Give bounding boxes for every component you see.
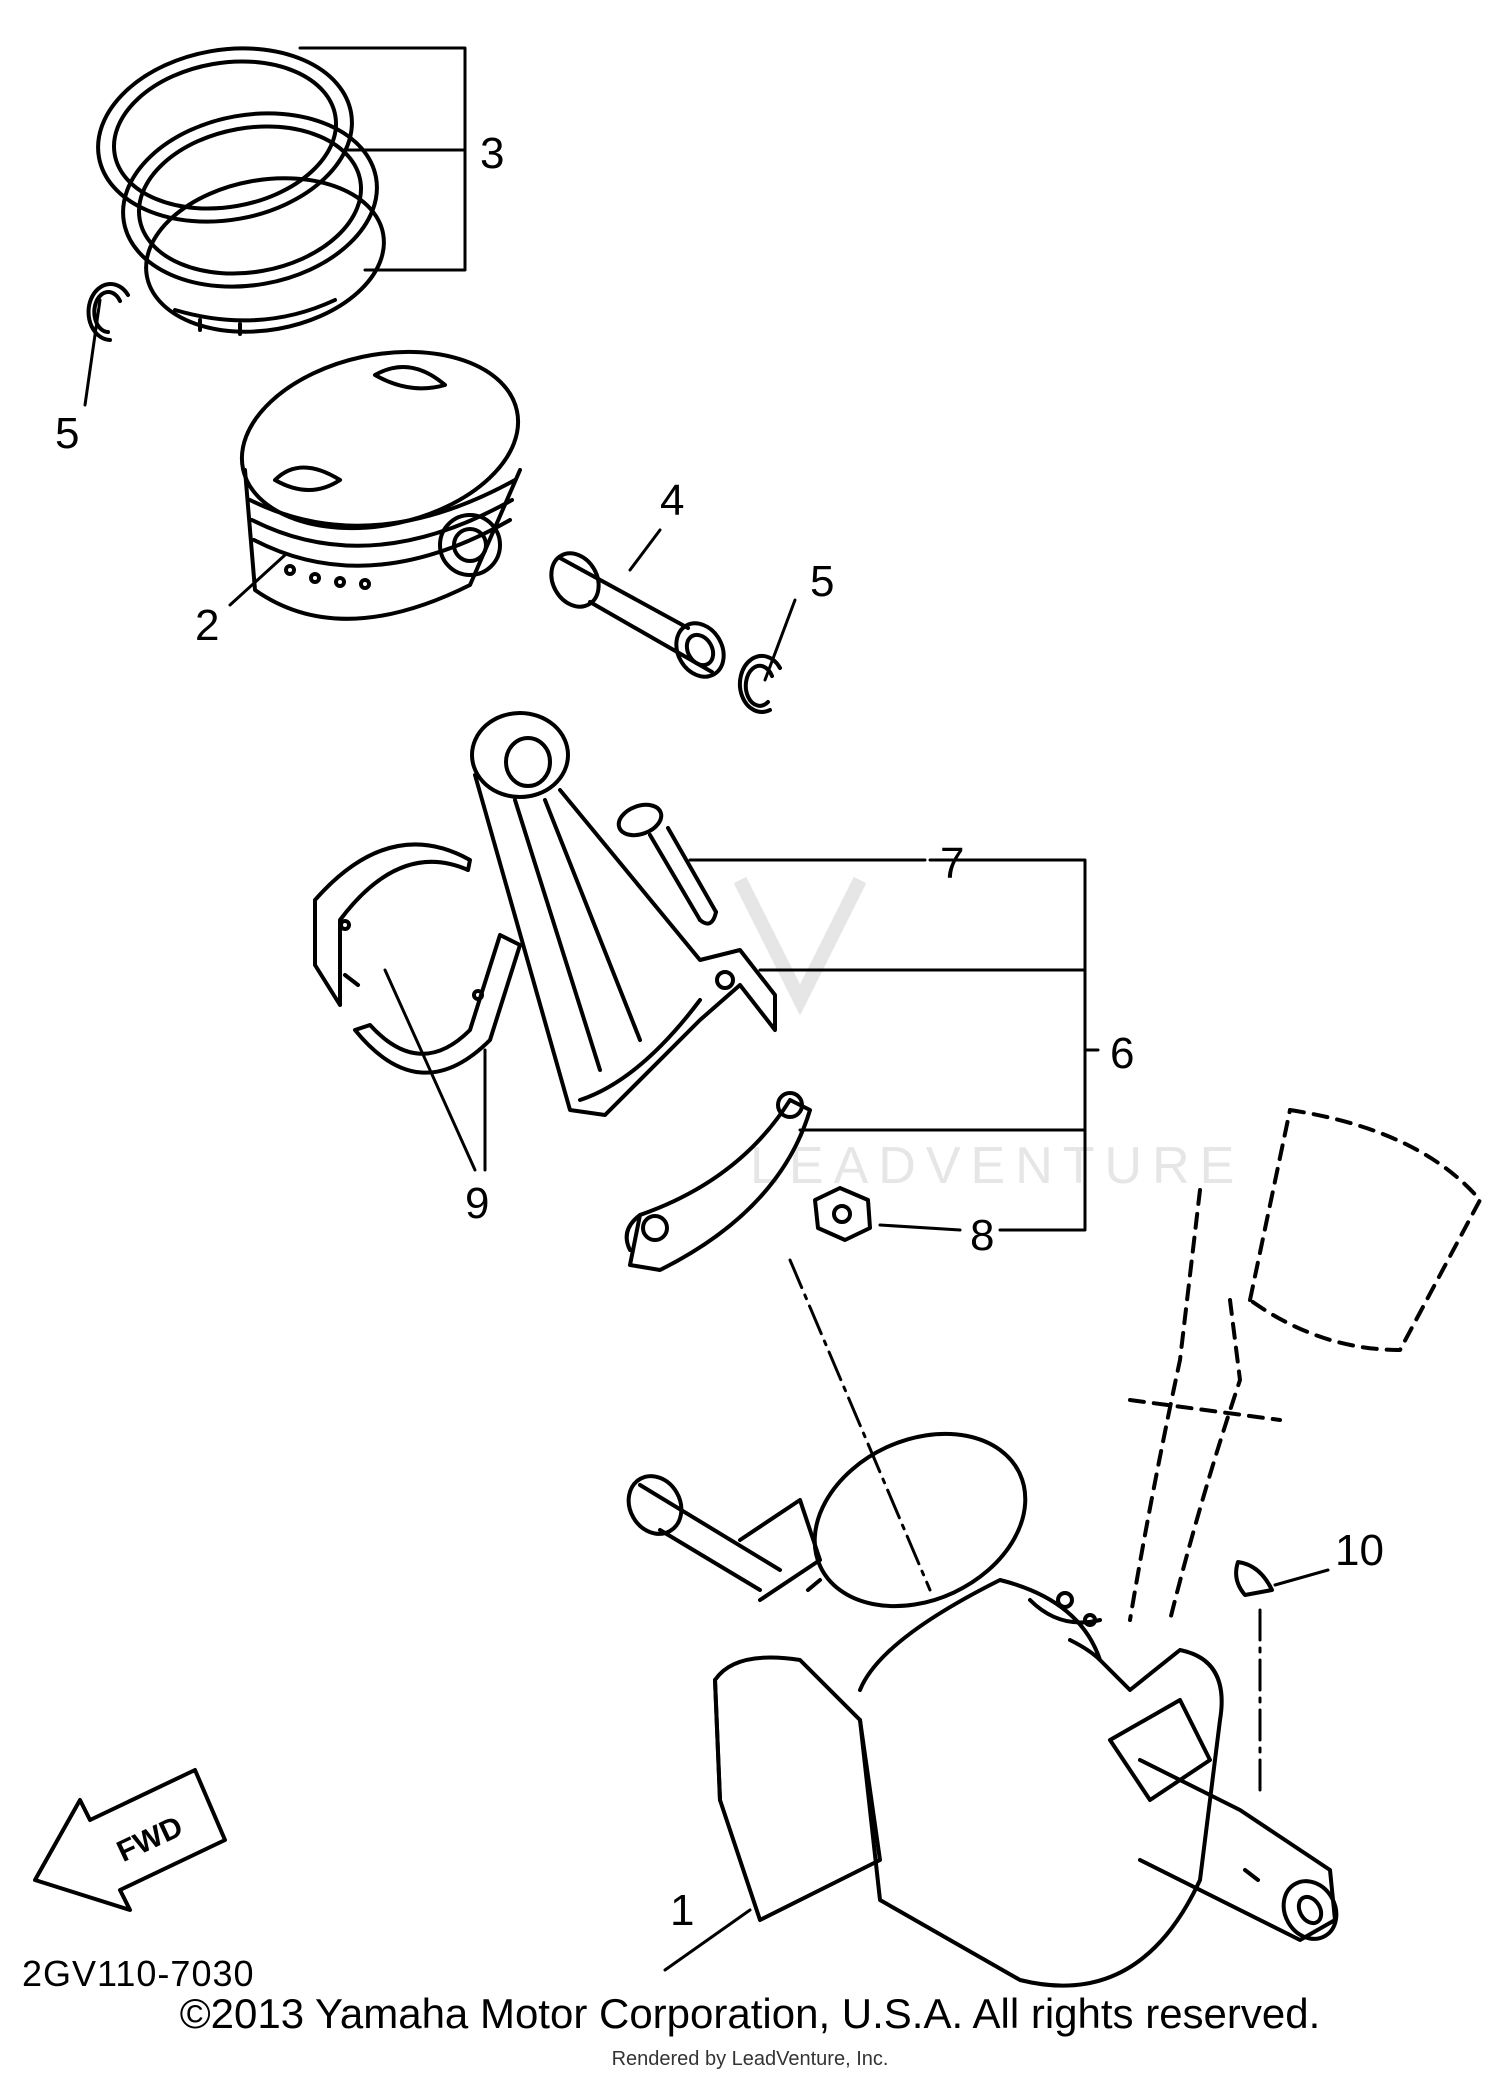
piston-pin xyxy=(549,551,726,679)
projection-lines xyxy=(788,1258,1262,1792)
piston xyxy=(239,349,522,621)
callout-2: 2 xyxy=(195,601,219,650)
circlip-left xyxy=(86,282,130,342)
rod-cap xyxy=(624,1091,812,1272)
piston-rings xyxy=(96,46,386,336)
callout-7: 7 xyxy=(940,839,964,888)
callout-8: 8 xyxy=(970,1211,994,1260)
fwd-arrow-icon xyxy=(33,1768,227,1912)
watermark: LEADVENTURE xyxy=(733,876,1244,1195)
callout-5-left: 5 xyxy=(55,409,79,458)
connecting-rod xyxy=(470,711,777,1117)
callout-1: 1 xyxy=(670,1886,694,1935)
watermark-text: LEADVENTURE xyxy=(750,1137,1244,1195)
callout-3: 3 xyxy=(480,129,504,178)
bearing-lower xyxy=(353,933,522,1075)
callout-10: 10 xyxy=(1335,1526,1384,1575)
leader-lines xyxy=(83,46,1330,1972)
rod-bolt xyxy=(616,802,718,926)
woodruff-key xyxy=(1234,1560,1274,1597)
ghost-rod-outline xyxy=(1128,1108,1482,1622)
callouts: 1 2 3 4 5 5 6 7 8 9 10 xyxy=(55,129,1384,1935)
bearing-upper xyxy=(313,842,472,1007)
fwd-label: FWD xyxy=(112,1810,188,1869)
callout-6: 6 xyxy=(1110,1029,1134,1078)
callout-9: 9 xyxy=(465,1179,489,1228)
rendered-by-credit: Rendered by LeadVenture, Inc. xyxy=(611,2048,889,2070)
copyright-notice: ©2013 Yamaha Motor Corporation, U.S.A. A… xyxy=(179,1990,1321,2037)
crankshaft xyxy=(626,1431,1339,1988)
diagram-code: 2GV110-7030 xyxy=(22,1953,255,1994)
callout-5-right: 5 xyxy=(810,557,834,606)
circlip-right xyxy=(737,653,782,714)
rod-nut xyxy=(813,1186,872,1242)
callout-4: 4 xyxy=(660,476,684,525)
